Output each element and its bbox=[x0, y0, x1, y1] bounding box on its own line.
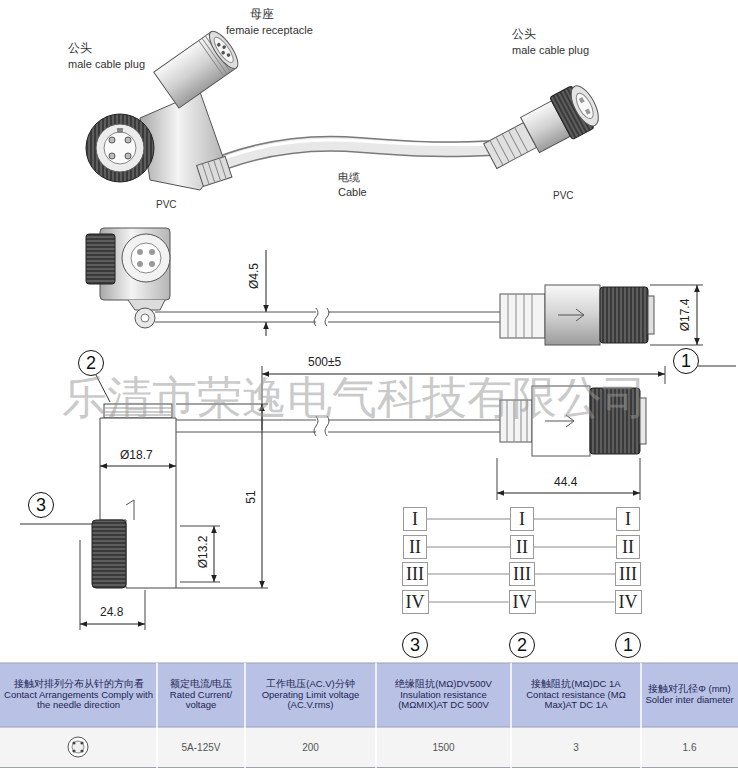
pin-number: III bbox=[402, 562, 428, 586]
callout-number: 3 bbox=[402, 632, 428, 658]
table-header: Solder inter diameter bbox=[645, 695, 733, 706]
dimension: Ø13.2 bbox=[197, 534, 211, 571]
table-cell bbox=[0, 727, 157, 768]
table-header: 接触阻抗(MΩ)DC 1A bbox=[531, 679, 620, 690]
dimension: 44.4 bbox=[552, 476, 579, 490]
pin-number: III bbox=[615, 562, 641, 586]
node-text: I bbox=[519, 510, 525, 528]
pin-number: II bbox=[510, 535, 534, 559]
table-header: 额定电流/电压 bbox=[170, 679, 233, 690]
pin-number: II bbox=[403, 535, 427, 559]
callout-number: 2 bbox=[78, 350, 104, 376]
table-header: Insulation resistance (MΩMIX)AT DC 500V bbox=[380, 690, 507, 712]
pin-wire bbox=[427, 519, 510, 520]
pin-number: I bbox=[616, 507, 640, 531]
part-name: 公头 bbox=[68, 42, 92, 56]
table-cell: 接触对孔径Φ (mm)Solder inter diameter bbox=[641, 663, 738, 727]
node-text: II bbox=[409, 538, 421, 556]
node-text: III bbox=[513, 565, 531, 583]
table-header: Contact resistance (MΩ Max)AT DC 1A bbox=[515, 690, 637, 712]
table-header: 接触对孔径Φ (mm) bbox=[648, 684, 730, 695]
dimension: 51 bbox=[245, 488, 259, 505]
part-name: male cable plug bbox=[512, 44, 589, 57]
pin-number: I bbox=[510, 507, 534, 531]
table-cell: 工作电压(AC.V)分钟Operating Limit voltage (AC.… bbox=[245, 663, 376, 727]
material-label: PVC bbox=[553, 190, 574, 202]
node-text: 2 bbox=[517, 636, 527, 654]
part-name: 公头 bbox=[512, 28, 536, 42]
node-text: II bbox=[516, 538, 528, 556]
pin-wire bbox=[535, 574, 615, 575]
part-name: male cable plug bbox=[68, 58, 145, 71]
node-text: III bbox=[619, 565, 637, 583]
callout-number: 2 bbox=[509, 632, 535, 658]
pin-number: IV bbox=[615, 590, 642, 614]
table-cell: 5A-125V bbox=[157, 727, 245, 768]
pin-wire bbox=[534, 547, 616, 548]
table-cell-text: 200 bbox=[302, 742, 319, 754]
pin-wire bbox=[428, 574, 509, 575]
node-text: 2 bbox=[86, 354, 96, 372]
table-cell: 接触对排列分布从针的方向看Contact Arrangements Comply… bbox=[0, 663, 157, 727]
table-cell: 3 bbox=[511, 727, 641, 768]
dimension: Ø18.7 bbox=[118, 449, 155, 463]
callout-number: 1 bbox=[673, 348, 699, 374]
pin-number: I bbox=[403, 507, 427, 531]
part-name: Cable bbox=[338, 186, 367, 199]
callout-number: 3 bbox=[28, 492, 54, 518]
table-cell: 额定电流/电压Rated Current/ voltage bbox=[157, 663, 245, 727]
pin-wire bbox=[536, 602, 615, 603]
table-cell: 1500 bbox=[376, 727, 511, 768]
dimension: 500±5 bbox=[306, 356, 343, 370]
table-cell: 绝缘阻抗(MΩ)DV500VInsulation resistance (MΩM… bbox=[376, 663, 511, 727]
material-label: PVC bbox=[156, 199, 177, 211]
node-text: III bbox=[406, 565, 424, 583]
pin-wire bbox=[429, 602, 509, 603]
pin-number: III bbox=[509, 562, 535, 586]
table-cell: 接触阻抗(MΩ)DC 1AContact resistance (MΩ Max)… bbox=[511, 663, 641, 727]
node-text: 1 bbox=[681, 352, 691, 370]
node-text: 1 bbox=[623, 636, 633, 654]
table-header: Contact Arrangements Comply with the nee… bbox=[4, 690, 153, 712]
node-text: 3 bbox=[36, 496, 46, 514]
node-text: IV bbox=[619, 593, 638, 611]
watermark: 乐清市荣逸电气科技有限公司 bbox=[62, 372, 647, 424]
dimension: Ø17.4 bbox=[679, 297, 693, 334]
part-name: 电缆 bbox=[338, 171, 360, 184]
dimension: 24.8 bbox=[98, 606, 125, 620]
table-cell-text: 3 bbox=[573, 742, 579, 754]
pin-number: IV bbox=[402, 590, 429, 614]
callout-number: 1 bbox=[615, 632, 641, 658]
table-header: 工作电压(AC.V)分钟 bbox=[266, 679, 355, 690]
node-text: IV bbox=[406, 593, 425, 611]
table-cell: 200 bbox=[245, 727, 376, 768]
pin-wire bbox=[534, 519, 616, 520]
pin-wire bbox=[427, 547, 510, 548]
part-name: 母座 bbox=[250, 8, 274, 22]
table-cell-text: 1500 bbox=[432, 742, 454, 754]
part-name: femaie receptacle bbox=[226, 24, 313, 37]
table-header: Operating Limit voltage (AC.V.rms) bbox=[249, 690, 372, 712]
pin-number: IV bbox=[509, 590, 536, 614]
node-text: I bbox=[625, 510, 631, 528]
node-text: IV bbox=[513, 593, 532, 611]
table-header: Rated Current/ voltage bbox=[161, 690, 241, 712]
node-text: 3 bbox=[410, 636, 420, 654]
node-text: II bbox=[622, 538, 634, 556]
node-text: I bbox=[412, 510, 418, 528]
table-cell-text: 1.6 bbox=[683, 742, 697, 754]
dimension: Ø4.5 bbox=[248, 261, 262, 291]
pin-number: II bbox=[616, 535, 640, 559]
table-cell-text: 5A-125V bbox=[182, 742, 221, 754]
table-header: 接触对排列分布从针的方向看 bbox=[14, 679, 144, 690]
table-cell: 1.6 bbox=[641, 727, 738, 768]
table-header: 绝缘阻抗(MΩ)DV500V bbox=[395, 679, 492, 690]
